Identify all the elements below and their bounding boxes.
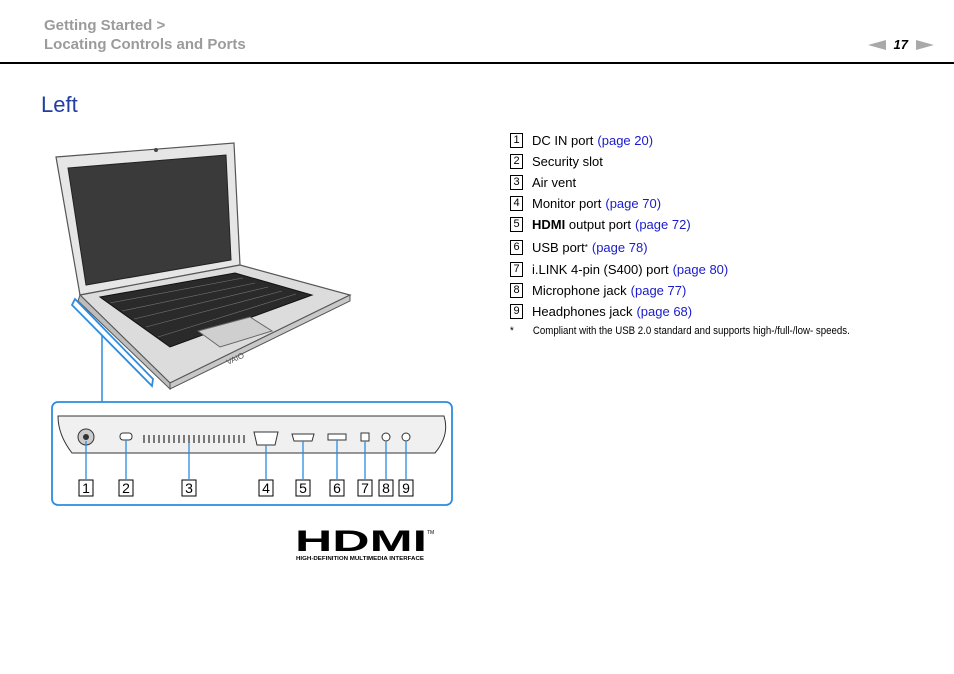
item-label: Headphones jack <box>532 304 633 319</box>
callout-2: 2 <box>122 480 130 496</box>
callout-4: 4 <box>262 480 270 496</box>
callout-7: 7 <box>361 480 369 496</box>
ilink-port-icon <box>360 432 370 442</box>
page-link[interactable]: (page 20) <box>597 133 654 148</box>
item-number-badge: 8 <box>510 283 523 298</box>
header-rule <box>0 62 954 64</box>
page-link[interactable]: (page 77) <box>630 283 687 298</box>
prev-page-arrow-icon[interactable] <box>867 39 886 50</box>
air-vent-icon <box>143 435 245 443</box>
callout-8: 8 <box>382 480 390 496</box>
item-label: Monitor port <box>532 196 602 211</box>
callout-numbers: 1 2 3 4 5 6 7 8 9 <box>78 479 414 497</box>
item-number-badge: 7 <box>510 262 523 277</box>
callout-3: 3 <box>185 480 193 496</box>
hdmi-logo-tm: TM <box>427 530 434 536</box>
laptop-front-edge <box>169 294 351 390</box>
item-label: DC IN port <box>532 133 594 148</box>
item-label: Security slot <box>532 154 603 169</box>
item-label-bold: HDMI <box>532 217 566 232</box>
item-number-badge: 3 <box>510 175 523 190</box>
item-label: Microphone jack <box>532 283 627 298</box>
list-item: 7 i.LINK 4-pin (S400) port (page 80) <box>510 259 940 280</box>
item-number-badge: 2 <box>510 154 523 169</box>
security-slot-icon <box>119 432 133 441</box>
list-item: 1 DC IN port (page 20) <box>510 130 940 151</box>
list-item: 8 Microphone jack (page 77) <box>510 280 940 301</box>
page-number: 17 <box>893 37 908 52</box>
item-number-badge: 5 <box>510 217 523 232</box>
headphones-jack-icon <box>401 432 411 442</box>
next-page-arrow-icon[interactable] <box>916 39 934 50</box>
list-item: 2 Security slot <box>510 151 940 172</box>
hdmi-logo: HDMI TM HIGH-DEFINITION MULTIMEDIA INTER… <box>295 527 434 562</box>
list-item: 9 Headphones jack (page 68) <box>510 301 940 322</box>
laptop-left-side-illustration: VAIO 1 2 3 4 <box>51 142 453 506</box>
footnote-text: Compliant with the USB 2.0 standard and … <box>532 325 850 337</box>
dc-in-pin-icon <box>83 434 89 440</box>
laptop-screen <box>67 154 232 286</box>
side-profile <box>57 415 447 454</box>
ports-highlight <box>70 297 154 388</box>
page-link[interactable]: (page 80) <box>672 262 729 277</box>
port-list: 1 DC IN port (page 20) 2 Security slot 3… <box>510 130 940 337</box>
list-item: 6 USB port* (page 78) <box>510 235 940 259</box>
hdmi-port-icon <box>291 433 315 442</box>
footnote: * Compliant with the USB 2.0 standard an… <box>510 325 888 337</box>
callout-6: 6 <box>333 480 341 496</box>
item-number-badge: 6 <box>510 239 523 255</box>
hdmi-logo-text: HDMI <box>295 527 427 558</box>
section-title: Left <box>41 92 78 117</box>
callout-1: 1 <box>82 480 90 496</box>
item-label: i.LINK 4-pin (S400) port <box>532 262 669 277</box>
hdmi-logo-tagline: HIGH-DEFINITION MULTIMEDIA INTERFACE <box>296 556 425 562</box>
breadcrumb-line-2[interactable]: Locating Controls and Ports <box>44 36 246 53</box>
page-link[interactable]: (page 78) <box>591 239 648 255</box>
callout-5: 5 <box>299 480 307 496</box>
item-label: USB port <box>532 239 585 255</box>
page-link[interactable]: (page 70) <box>605 196 662 211</box>
footnote-mark: * <box>584 242 588 252</box>
page-link[interactable]: (page 68) <box>636 304 693 319</box>
callout-9: 9 <box>402 480 410 496</box>
pager: 17 <box>867 37 934 52</box>
item-number-badge: 9 <box>510 304 523 319</box>
list-item: 5 HDMI output port (page 72) <box>510 214 940 235</box>
list-item: 4 Monitor port (page 70) <box>510 193 940 214</box>
camera-icon <box>154 148 158 152</box>
breadcrumb: Getting Started > Locating Controls and … <box>44 16 246 54</box>
item-label: Air vent <box>532 175 577 190</box>
list-item: 3 Air vent <box>510 172 940 193</box>
keyboard-keys <box>109 277 297 338</box>
footnote-star: * <box>510 325 514 337</box>
item-label: output port <box>568 217 631 232</box>
monitor-port-icon <box>253 431 279 446</box>
callout-leaders <box>85 440 407 479</box>
keyboard <box>98 272 314 348</box>
page-link[interactable]: (page 72) <box>635 217 691 232</box>
microphone-jack-icon <box>381 432 391 442</box>
item-number-badge: 4 <box>510 196 523 211</box>
usb-port-icon <box>327 433 347 441</box>
breadcrumb-line-1[interactable]: Getting Started > <box>44 17 166 34</box>
touchpad <box>196 316 274 348</box>
item-number-badge: 1 <box>510 133 523 148</box>
